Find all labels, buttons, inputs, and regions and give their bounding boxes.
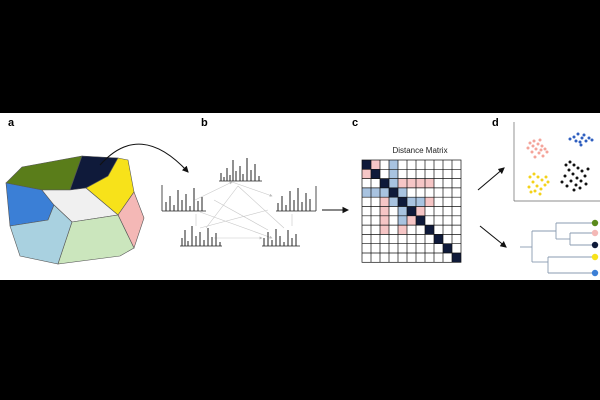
- panel-label-b: b: [201, 117, 208, 129]
- distance-matrix: [361, 159, 462, 263]
- matrix-grid: [361, 159, 462, 263]
- face-olive: [5, 155, 83, 191]
- cluster-scatter: [513, 122, 600, 202]
- arrow-c-to-scatter: [477, 167, 505, 191]
- leaf-pink: [591, 229, 599, 237]
- matrix-title: Distance Matrix: [392, 146, 448, 155]
- cluster-blue: [568, 132, 594, 147]
- arrow-a-to-b: [99, 143, 189, 173]
- spectrum-right: [276, 186, 317, 212]
- spectrum-bottom-left: [180, 226, 222, 247]
- cluster-yellow: [527, 172, 550, 196]
- panel-label-a: a: [8, 117, 15, 129]
- spectrum-bottom-right: [262, 229, 300, 247]
- polyhedron-diagram: [5, 155, 145, 265]
- leaf-green: [591, 219, 599, 227]
- matrix-cells: [362, 160, 461, 263]
- spectrum-top: [219, 158, 262, 182]
- spectra-network: [161, 158, 317, 247]
- panel-label-d: d: [492, 117, 499, 129]
- face-light-green: [57, 214, 135, 265]
- leaf-yellow: [591, 253, 599, 261]
- arrow-c-to-tree: [479, 225, 507, 248]
- panel-label-c: c: [352, 117, 359, 129]
- leaf-navy: [591, 241, 599, 249]
- dendrogram: [520, 219, 599, 277]
- spectrum-left: [161, 185, 206, 212]
- leaf-blue: [591, 269, 599, 277]
- cluster-pink: [526, 138, 549, 159]
- cluster-black: [560, 160, 590, 192]
